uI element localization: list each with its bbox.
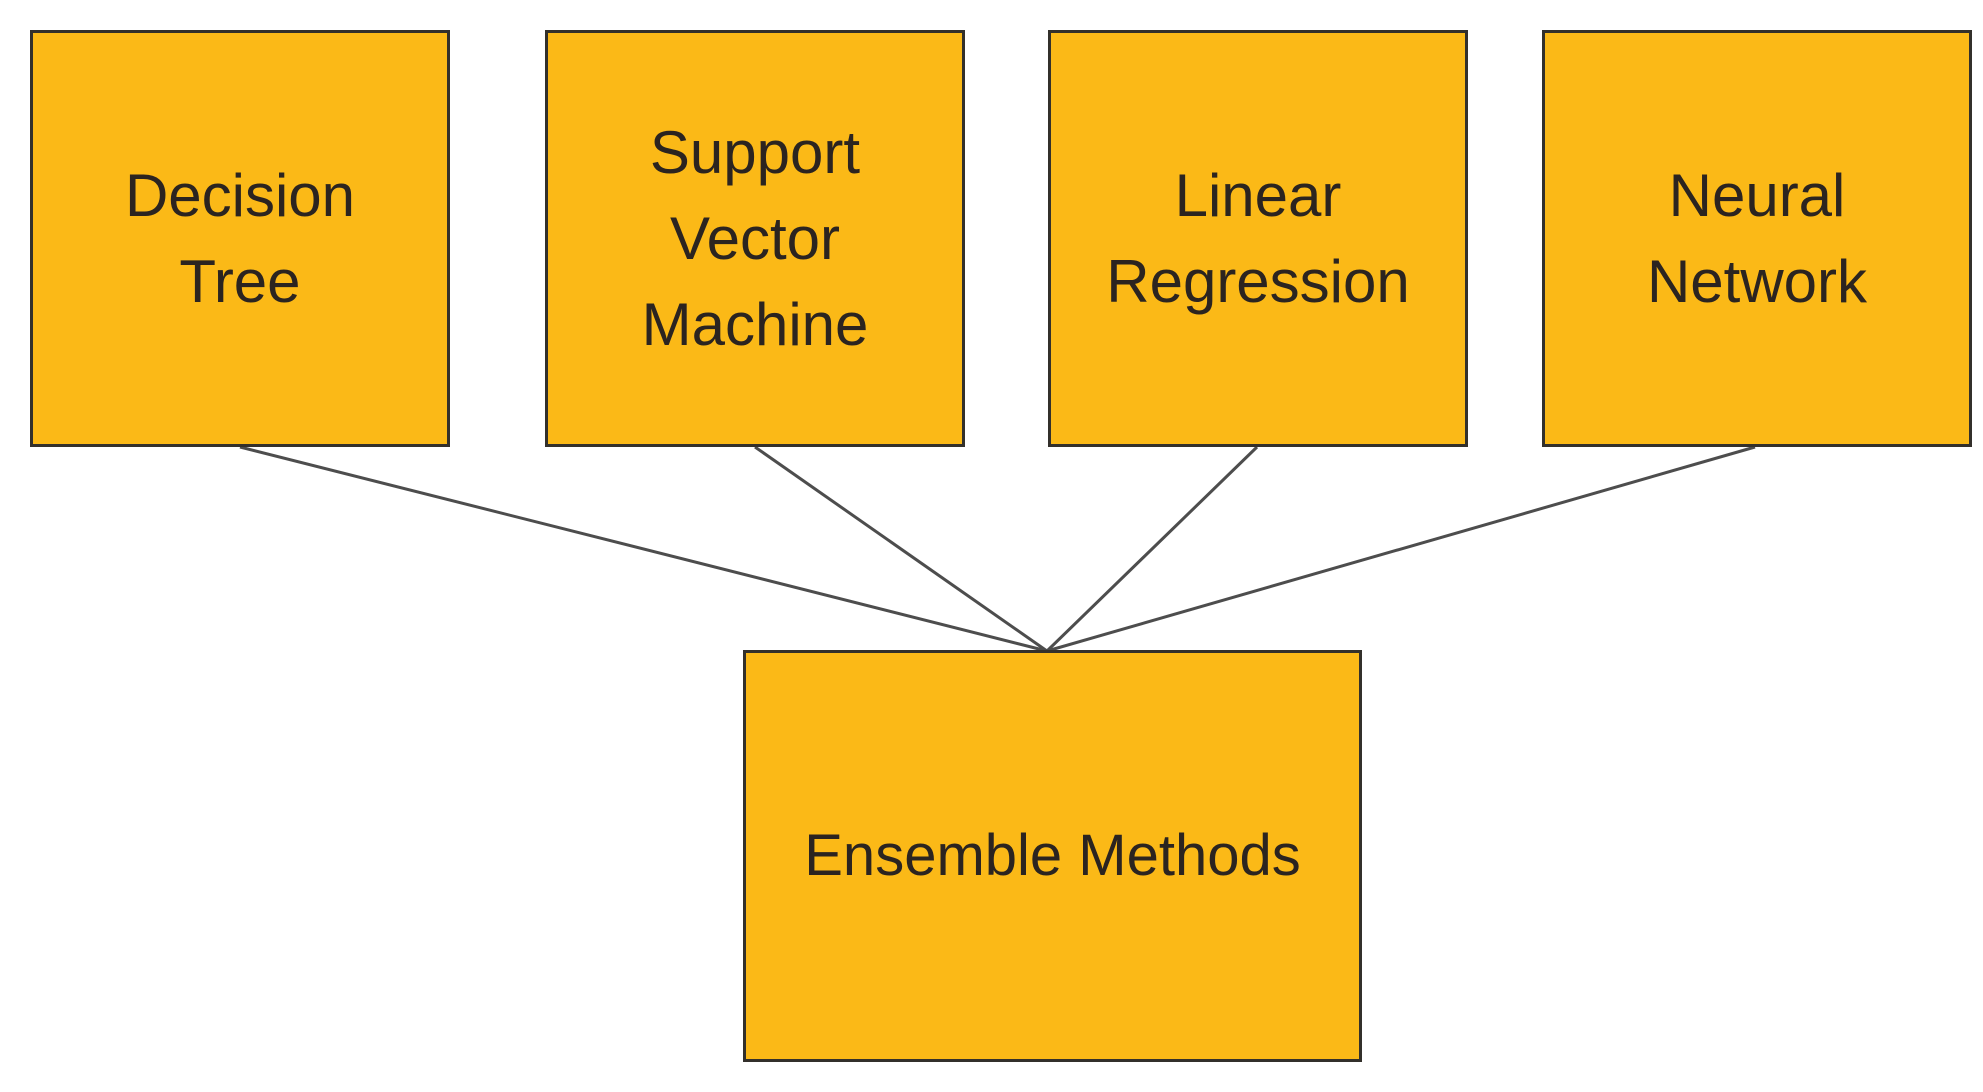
node-decision-tree-label: Decision Tree [124,161,356,315]
connector-svm-to-ensemble [754,445,1048,653]
node-linear-regression: Linear Regression [1048,30,1468,447]
connector-decision-tree-to-ensemble [239,445,1048,653]
node-ensemble-methods-label: Ensemble Methods [804,823,1301,888]
connector-linear-regression-to-ensemble [1045,445,1259,653]
node-support-vector-machine: Support Vector Machine [545,30,965,447]
node-ensemble-methods: Ensemble Methods [743,650,1362,1062]
node-support-vector-machine-label: Support Vector Machine [641,118,869,358]
node-neural-network: Neural Network [1542,30,1972,447]
node-linear-regression-label: Linear Regression [1106,161,1410,315]
node-decision-tree: Decision Tree [30,30,450,447]
connector-neural-network-to-ensemble [1046,445,1756,653]
node-neural-network-label: Neural Network [1646,161,1868,315]
